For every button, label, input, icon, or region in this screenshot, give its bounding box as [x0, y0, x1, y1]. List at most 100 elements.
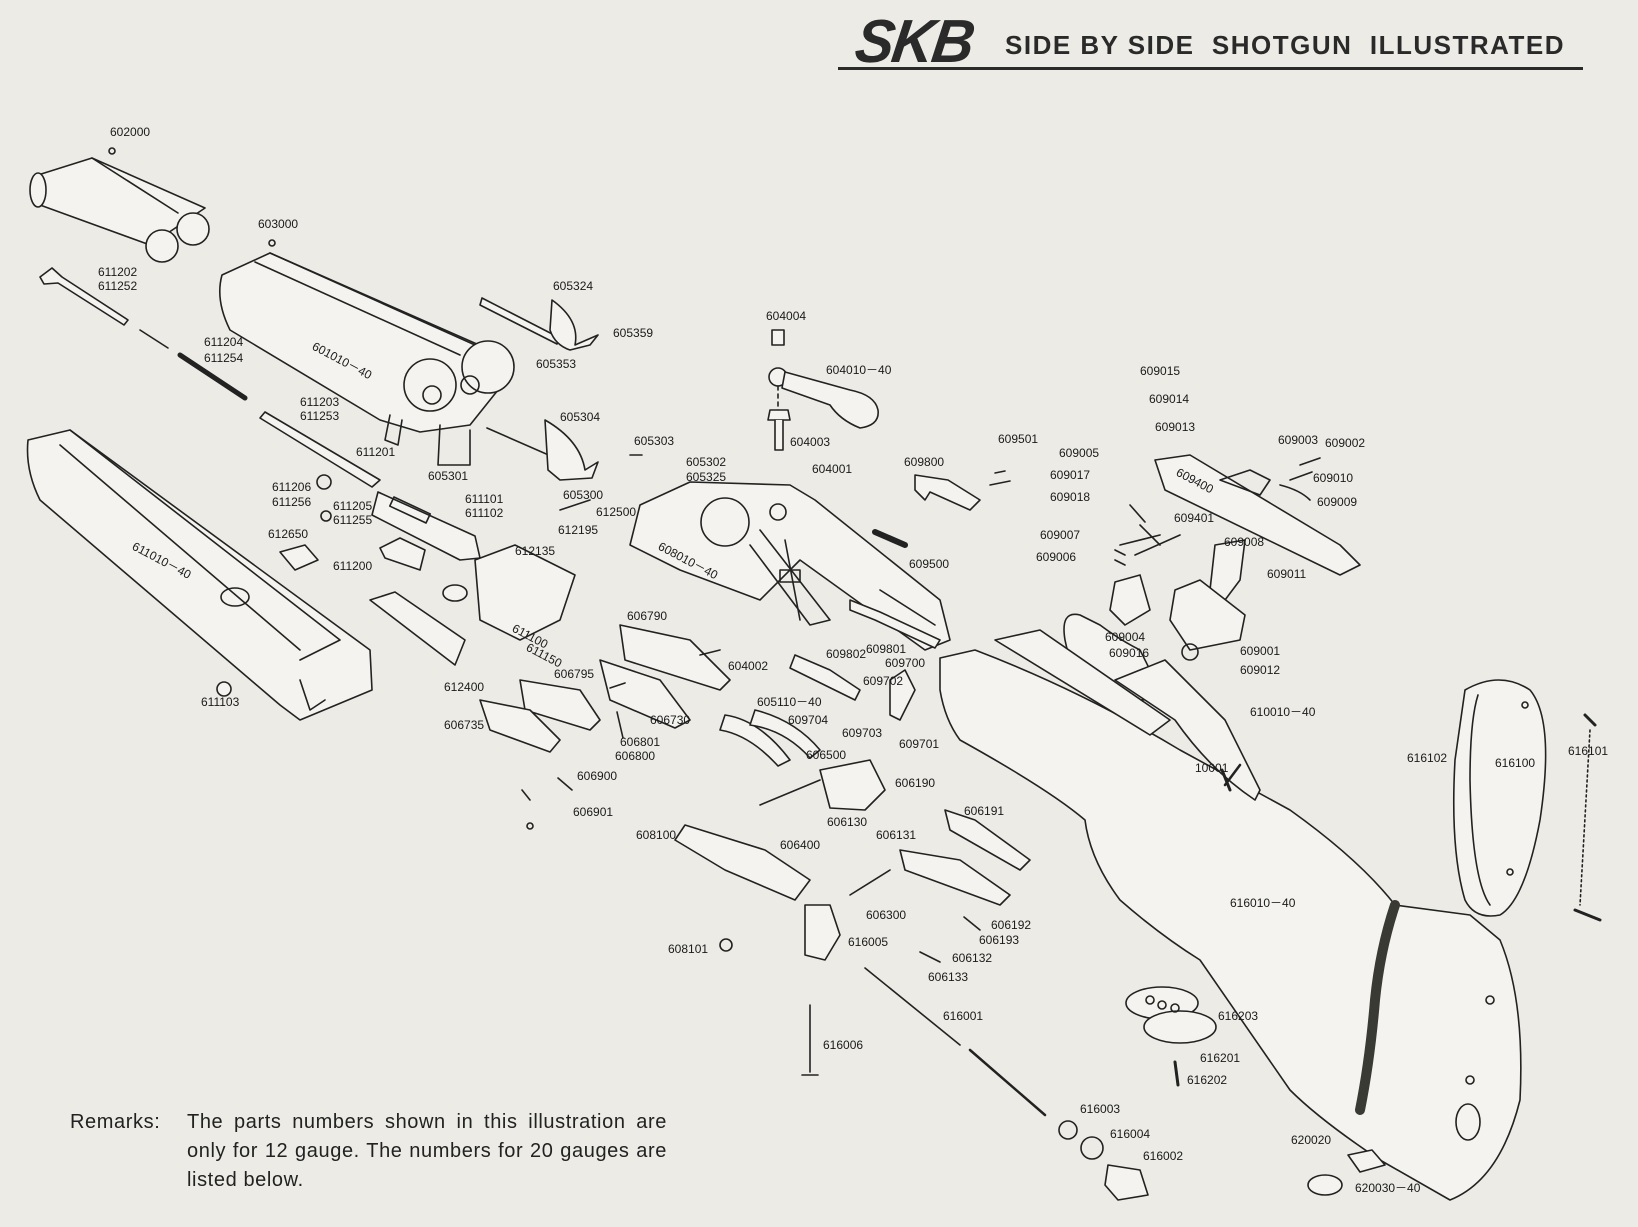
- part-label: 606132: [952, 951, 993, 965]
- part-label: 605302: [686, 455, 727, 469]
- butt-plate-part: [1452, 679, 1602, 922]
- part-label: 616202: [1187, 1073, 1228, 1087]
- part-label: 616006: [823, 1038, 864, 1052]
- part-label: 609016: [1109, 646, 1150, 660]
- part-label: 611205: [333, 499, 373, 513]
- part-label: 609501: [998, 432, 1039, 446]
- part-label: 611102: [465, 506, 504, 520]
- part-label: 616003: [1080, 1102, 1121, 1116]
- part-label: 611202: [98, 265, 138, 279]
- part-label: 609005: [1059, 446, 1100, 460]
- part-label: 606300: [866, 908, 907, 922]
- part-label: 609500: [909, 557, 950, 571]
- part-label: 10001: [1195, 761, 1229, 775]
- stock-part: [939, 629, 1522, 1201]
- part-label: 610010－40: [1250, 705, 1316, 719]
- part-label: 616102: [1407, 751, 1448, 765]
- part-label: 609800: [904, 455, 945, 469]
- part-label: 609802: [826, 647, 867, 661]
- forend-iron-part: [259, 411, 576, 666]
- part-label: 609014: [1149, 392, 1190, 406]
- part-label: 611101: [465, 492, 504, 506]
- part-label: 609012: [1240, 663, 1281, 677]
- barrel-rib-part: [29, 157, 210, 263]
- part-label: 605304: [560, 410, 601, 424]
- part-label: 616010－40: [1230, 896, 1296, 910]
- part-label: 612650: [268, 527, 309, 541]
- part-label: 604004: [766, 309, 807, 323]
- grip-cap-part: [1125, 986, 1217, 1087]
- part-label: 620030－40: [1355, 1181, 1421, 1195]
- title-underline: [838, 67, 1583, 70]
- part-label: 606400: [780, 838, 821, 852]
- part-label: 605353: [536, 357, 577, 371]
- part-label: 611253: [300, 409, 340, 423]
- screws: [108, 147, 1242, 963]
- part-label: 609018: [1050, 490, 1091, 504]
- part-label: 612135: [515, 544, 556, 558]
- part-label: 606735: [444, 718, 485, 732]
- part-label: 612195: [558, 523, 599, 537]
- part-label: 609004: [1105, 630, 1146, 644]
- part-label: 609008: [1224, 535, 1265, 549]
- part-label: 605325: [686, 470, 727, 484]
- part-label: 609702: [863, 674, 904, 688]
- top-lever-part: [479, 297, 599, 351]
- part-label: 606730: [650, 713, 691, 727]
- part-label: 616203: [1218, 1009, 1259, 1023]
- part-label: 606130: [827, 815, 868, 829]
- part-label: 609001: [1240, 644, 1281, 658]
- part-label: 611203: [300, 395, 340, 409]
- part-label: 605303: [634, 434, 675, 448]
- part-label: 609002: [1325, 436, 1366, 450]
- part-label: 609007: [1040, 528, 1081, 542]
- part-label: 612500: [596, 505, 637, 519]
- part-label: 616005: [848, 935, 889, 949]
- part-label: 616002: [1143, 1149, 1184, 1163]
- part-label: 611206: [272, 480, 312, 494]
- part-label: 609801: [866, 642, 907, 656]
- part-label: 611252: [98, 279, 138, 293]
- part-label: 620020: [1291, 1133, 1332, 1147]
- part-label: 602000: [110, 125, 151, 139]
- part-label: 616101: [1568, 744, 1609, 758]
- part-label: 609017: [1050, 468, 1091, 482]
- part-label: 606190: [895, 776, 936, 790]
- part-label: 611204: [204, 335, 244, 349]
- part-label: 604003: [790, 435, 831, 449]
- part-label: 611201: [356, 445, 396, 459]
- recoil-pad-part: [1307, 1149, 1386, 1196]
- part-label: 603000: [258, 217, 299, 231]
- forend-part: [26, 429, 373, 721]
- part-label: 609701: [899, 737, 940, 751]
- top-lever-604010-part: [767, 329, 879, 451]
- part-label: 606500: [806, 748, 847, 762]
- part-label: 609011: [1267, 567, 1307, 581]
- part-label: 616100: [1495, 756, 1536, 770]
- part-label: 606133: [928, 970, 969, 984]
- part-label: 609006: [1036, 550, 1077, 564]
- part-label: 606800: [615, 749, 656, 763]
- part-label: 609015: [1140, 364, 1181, 378]
- part-label: 611200: [333, 559, 373, 573]
- part-label: 606191: [964, 804, 1005, 818]
- remarks-text: The parts numbers shown in this illustra…: [187, 1111, 667, 1191]
- part-label: 609010: [1313, 471, 1354, 485]
- part-label: 606795: [554, 667, 595, 681]
- part-label: 609003: [1278, 433, 1319, 447]
- part-label: 605359: [613, 326, 654, 340]
- part-label: 616004: [1110, 1127, 1151, 1141]
- part-label: 616001: [943, 1009, 984, 1023]
- title-bar: SKB SIDE BY SIDE SHOTGUN ILLUSTRATED: [838, 7, 1583, 76]
- part-label: 608100: [636, 828, 677, 842]
- page-title: SIDE BY SIDE SHOTGUN ILLUSTRATED: [1005, 30, 1565, 60]
- part-label: 606900: [577, 769, 618, 783]
- part-label: 606801: [620, 735, 661, 749]
- part-label: 606790: [627, 609, 668, 623]
- lock-parts: [479, 470, 1149, 1201]
- part-label: 608101: [668, 942, 709, 956]
- part-label: 609703: [842, 726, 883, 740]
- part-label: 604002: [728, 659, 769, 673]
